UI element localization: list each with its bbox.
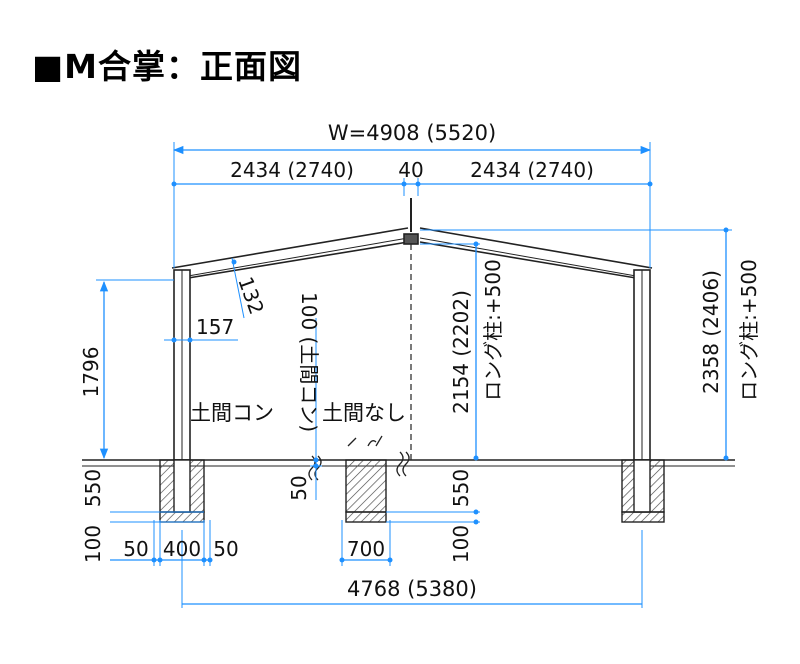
- left-roof-inner: [187, 237, 409, 277]
- label-gap-left: 50: [123, 537, 148, 561]
- label-rafter-depth: 132: [233, 274, 269, 318]
- label-footing-left-base: 100: [81, 525, 105, 563]
- label-footing-center-depth: 550: [449, 469, 473, 507]
- label-overall-width: W=4908 (5520): [328, 121, 496, 145]
- label-footing-center-base: 100: [449, 525, 473, 563]
- page-title: ■M合掌：正面図: [32, 47, 303, 86]
- ridge-fitting: [403, 233, 419, 245]
- label-slab-50: 50: [287, 475, 311, 500]
- label-without-concrete: 土間なし: [322, 401, 406, 425]
- label-left-span: 2434 (2740): [230, 158, 354, 182]
- label-footing-pitch: 4768 (5380): [347, 577, 477, 601]
- dimension-dots: [151, 181, 729, 563]
- label-height-center: 2154 (2202): [449, 290, 473, 414]
- label-footing-center-width: 700: [347, 537, 385, 561]
- left-roof-top: [171, 227, 409, 269]
- label-post-width: 157: [196, 315, 234, 339]
- label-with-concrete: 土間コン: [190, 401, 274, 425]
- label-height-right-long: ロング柱:+500: [737, 259, 761, 401]
- footings: [159, 459, 665, 523]
- right-roof-top: [419, 227, 653, 269]
- center-footing: [345, 459, 387, 513]
- left-roof-bottom: [175, 241, 409, 281]
- center-footing-base: [345, 511, 387, 523]
- label-footing-left-width: 400: [163, 537, 201, 561]
- label-footing-left-depth: 550: [81, 469, 105, 507]
- label-right-span: 2434 (2740): [470, 158, 594, 182]
- right-roof-bottom: [419, 241, 649, 281]
- left-footing-base: [159, 511, 205, 523]
- label-height-right: 2358 (2406): [699, 270, 723, 394]
- label-height-left: 1796: [79, 347, 103, 398]
- label-earth-floor-vertical: 100 (土間コン): [297, 292, 321, 432]
- label-height-center-long: ロング柱:+500: [481, 259, 505, 401]
- right-footing-base: [621, 511, 665, 523]
- carport-structure: [82, 198, 735, 467]
- label-center-gap: 40: [398, 158, 423, 182]
- label-gap-right: 50: [213, 537, 238, 561]
